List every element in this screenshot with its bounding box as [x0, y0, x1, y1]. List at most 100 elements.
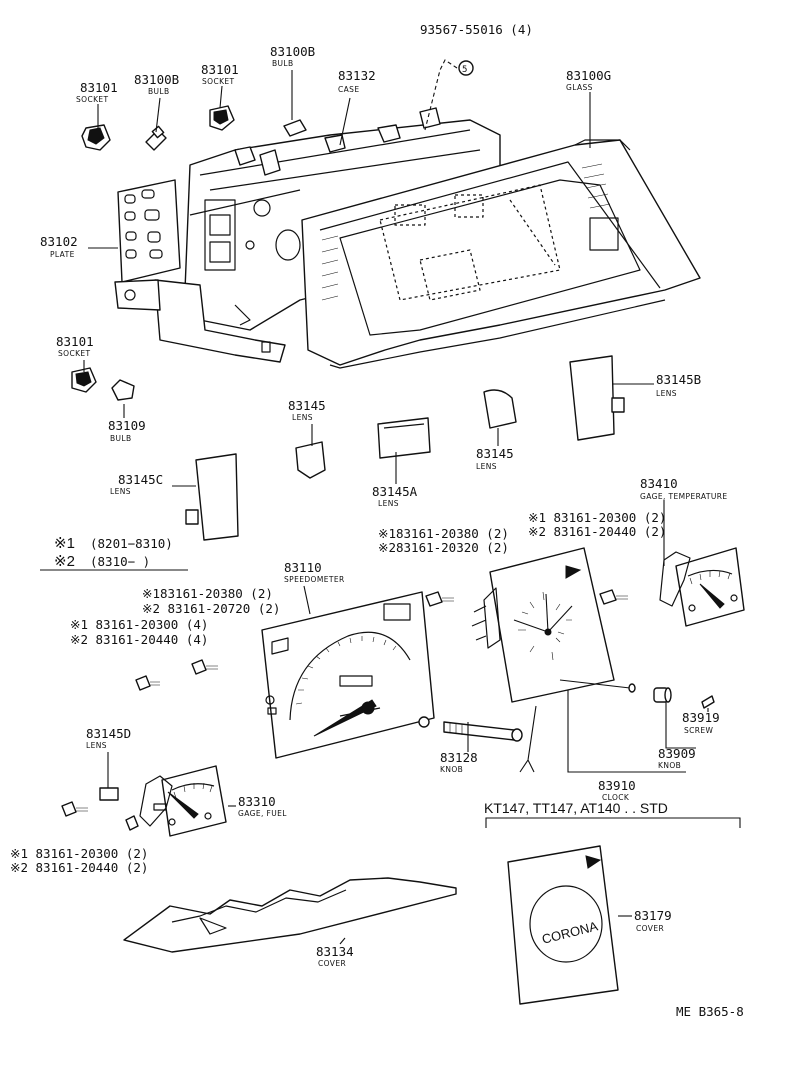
label-bulb-1: 83100B BULB [134, 72, 179, 96]
part-number: 83410 [640, 476, 678, 491]
part-name: SPEEDOMETER [284, 575, 345, 584]
screw-part-number: ※283161-20320 (2) [378, 540, 509, 555]
label-bulb-2: 83100B BULB [270, 44, 315, 68]
part-name: GLASS [566, 83, 593, 92]
bulb-icon [283, 119, 307, 137]
screw-part-number: ※2 83161-20440 (4) [70, 632, 208, 647]
label-screw-case: 93567-55016 (4) [420, 22, 533, 37]
part-name: SOCKET [76, 95, 109, 104]
part-name: KNOB [658, 761, 681, 770]
label-socket-1: 83101 SOCKET [76, 80, 118, 104]
label-clock: 83910 CLOCK [598, 778, 636, 802]
leader-lines [40, 70, 741, 945]
screw-part-number: ※1 83161-20300 (2) [10, 846, 148, 861]
screw-part-number: ※1 83161-20300 (2) [528, 510, 666, 525]
part-number: 93567-55016 (4) [420, 22, 533, 37]
screw-icon [599, 589, 628, 605]
label-gage-temperature: 83410 GAGE, TEMPERATURE [640, 476, 727, 501]
part-number: 83109 [108, 418, 146, 433]
part-name: LENS [110, 487, 131, 496]
label-screw-919: 83919 SCREW [682, 710, 720, 735]
part-name: CLOCK [602, 793, 630, 802]
lens-icon [569, 355, 625, 441]
screw-labels-speedo: ※183161-20380 (2) ※2 83161-20720 (2) ※1 … [70, 586, 280, 647]
figure-code: ME B365-8 [676, 1004, 744, 1019]
screw-icon [191, 659, 218, 675]
part-number: 83145C [118, 472, 163, 487]
label-glass: 83100G GLASS [566, 68, 611, 92]
part-number: 83145A [372, 484, 418, 499]
lens-icon [185, 453, 239, 541]
clock-illustration [471, 547, 636, 703]
label-socket-2: 83101 SOCKET [201, 62, 239, 86]
screw-labels-clock-right: ※1 83161-20300 (2) ※2 83161-20440 (2) [528, 510, 666, 539]
part-number: 83101 [56, 334, 94, 349]
lens-icon [99, 787, 119, 801]
serial-legend: ※1 (8201−8310) ※2 (8310− ) [54, 535, 173, 570]
label-bulb-3: 83109 BULB [108, 418, 146, 443]
std-variant-header: KT147, TT147, AT140 . . STD [484, 800, 668, 816]
socket-icon [81, 124, 111, 151]
screw-labels-fuel: ※1 83161-20300 (2) ※2 83161-20440 (2) [10, 846, 148, 875]
screw-icon [61, 801, 88, 817]
instrument-case-illustration [114, 107, 701, 369]
label-lens-a: 83145A LENS [372, 484, 418, 508]
screw-part-number: ※183161-20380 (2) [142, 586, 273, 601]
label-cover-134: 83134 COVER [316, 944, 354, 968]
label-cover-179: 83179 COVER [634, 908, 672, 933]
part-number: 83102 [40, 234, 78, 249]
part-number: 83134 [316, 944, 354, 959]
label-knob-909: 83909 KNOB [658, 746, 696, 770]
label-speedometer: 83110 SPEEDOMETER [284, 560, 345, 584]
legend-range: (8310− ) [90, 554, 150, 569]
label-lens-d: 83145D LENS [86, 726, 131, 750]
legend-mark: ※1 [54, 535, 75, 552]
part-name: PLATE [50, 250, 75, 259]
label-lens-c: 83145C LENS [110, 472, 163, 496]
screw-icon [701, 695, 715, 709]
screw-icon [125, 815, 139, 831]
label-gage-fuel: 83310 GAGE, FUEL [238, 794, 287, 818]
screw-part-number: ※2 83161-20440 (2) [528, 524, 666, 539]
part-number: 83910 [598, 778, 636, 793]
part-number: 83128 [440, 750, 478, 765]
part-name: BULB [272, 59, 294, 68]
socket-icon [71, 367, 97, 393]
part-number: 83100G [566, 68, 611, 83]
part-number: 83179 [634, 908, 672, 923]
part-number: 83101 [80, 80, 118, 95]
label-lens-b: 83145B LENS [656, 372, 701, 398]
part-number: 83100B [270, 44, 315, 59]
label-case: 83132 CASE [338, 68, 376, 94]
lens-icon [483, 389, 517, 429]
bulb-icon [111, 379, 135, 401]
knob-icon [653, 687, 672, 703]
socket-icon [209, 105, 235, 131]
temperature-gage-illustration [659, 547, 745, 627]
lens-icon [295, 441, 326, 479]
part-number: 83145D [86, 726, 131, 741]
part-number: 83100B [134, 72, 179, 87]
label-lens-2: 83145 LENS [476, 446, 514, 471]
part-name: BULB [148, 87, 170, 96]
screw-part-number: ※183161-20380 (2) [378, 526, 509, 541]
screw-part-number: ※1 83161-20300 (4) [70, 617, 208, 632]
part-number: 83145 [476, 446, 514, 461]
bulb-icon [145, 125, 167, 151]
screw-part-number: ※2 83161-20720 (2) [142, 601, 280, 616]
speedometer-illustration [261, 591, 435, 759]
lens-icon [377, 417, 431, 459]
part-number: 83101 [201, 62, 239, 77]
part-name: LENS [656, 389, 677, 398]
part-name: LENS [378, 499, 399, 508]
part-name: LENS [86, 741, 107, 750]
legend-range: (8201−8310) [90, 536, 173, 551]
part-number: 83310 [238, 794, 276, 809]
screw-badge-text: 5 [462, 65, 467, 75]
knob-icon [443, 721, 523, 742]
screw-icon [425, 591, 454, 607]
fuel-gage-illustration [139, 765, 227, 837]
part-name: SOCKET [58, 349, 91, 358]
part-number: 83909 [658, 746, 696, 761]
